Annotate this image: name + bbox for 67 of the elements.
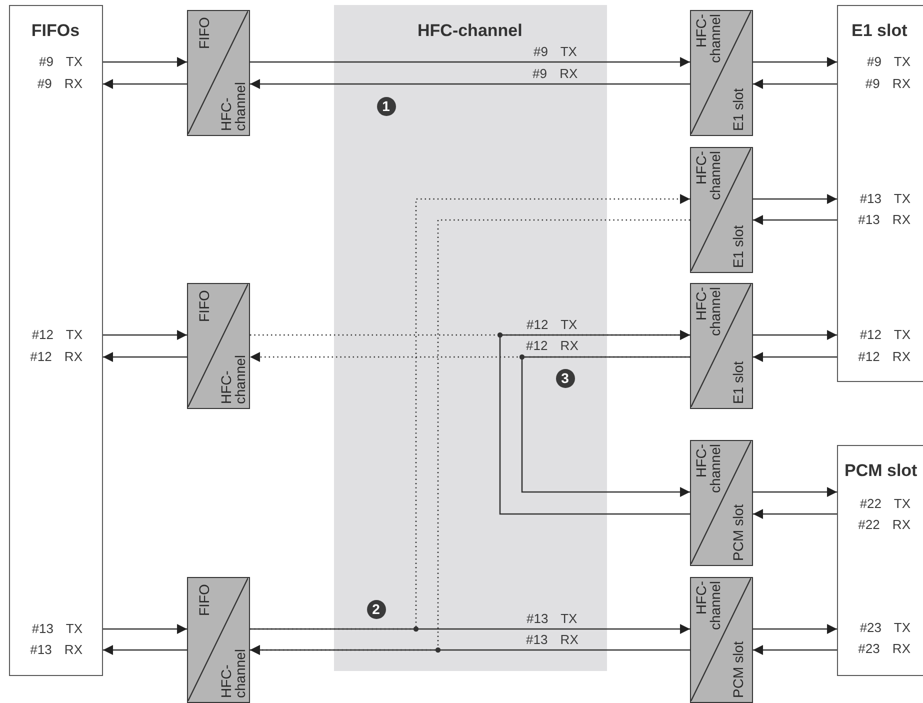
arrow bbox=[753, 79, 837, 89]
edge-label: #9 TX bbox=[532, 44, 578, 58]
converter-label: E1 slot bbox=[731, 88, 745, 131]
arrow bbox=[250, 645, 690, 655]
converter-label: E1 slot bbox=[731, 361, 745, 404]
signal-block bbox=[9, 5, 103, 676]
block-title: PCM slot bbox=[844, 460, 918, 480]
arrow bbox=[103, 57, 187, 67]
edge-label: #12 RX bbox=[525, 338, 580, 352]
edge-label: #9 RX bbox=[532, 66, 579, 80]
signal-label: #12 TX bbox=[860, 326, 910, 342]
signal-label: #13 TX bbox=[860, 190, 910, 206]
arrow bbox=[753, 352, 837, 362]
edge-label: #13 RX bbox=[525, 632, 580, 646]
converter-label: HFC- channel bbox=[219, 82, 247, 131]
arrow bbox=[499, 330, 690, 515]
signal-block bbox=[837, 5, 923, 382]
signal-label: #22 TX bbox=[860, 496, 910, 512]
signal-label: #23 RX bbox=[858, 640, 910, 656]
signal-label: #12 RX bbox=[858, 348, 910, 364]
signal-label: #13 TX bbox=[32, 620, 82, 636]
arrow bbox=[753, 624, 837, 634]
signal-label: #22 RX bbox=[858, 516, 910, 532]
signal-label: #12 RX bbox=[30, 348, 82, 364]
signal-label: #13 RX bbox=[30, 642, 82, 658]
edge-label: #13 TX bbox=[526, 610, 578, 626]
arrow bbox=[250, 624, 690, 634]
arrow bbox=[753, 330, 837, 340]
signal-block bbox=[837, 445, 923, 676]
arrow bbox=[103, 79, 187, 89]
arrow bbox=[753, 487, 837, 497]
region-title: HFC-channel bbox=[418, 21, 522, 41]
arrow bbox=[753, 509, 837, 519]
signal-label: #12 TX bbox=[32, 326, 82, 342]
arrow bbox=[250, 79, 690, 89]
converter-label: HFC- channel bbox=[694, 151, 722, 202]
converter-label: HFC- channel bbox=[694, 581, 722, 632]
block-title: FIFOs bbox=[31, 20, 80, 40]
signal-label: #9 TX bbox=[39, 54, 82, 70]
signal-label: #9 RX bbox=[865, 76, 910, 92]
arrow bbox=[753, 215, 837, 225]
converter-label: PCM slot bbox=[731, 641, 745, 698]
converter-label: HFC- channel bbox=[694, 444, 722, 496]
arrow bbox=[103, 645, 187, 655]
signal-label: #23 TX bbox=[860, 620, 910, 636]
arrow bbox=[753, 194, 837, 204]
arrow bbox=[521, 356, 690, 497]
converter-label: HFC- channel bbox=[694, 14, 722, 66]
arrow bbox=[103, 352, 187, 362]
signal-label: #9 TX bbox=[867, 54, 910, 70]
arrow bbox=[250, 57, 690, 67]
arrow bbox=[103, 624, 187, 634]
converter-label: PCM slot bbox=[731, 504, 745, 561]
arrow bbox=[103, 330, 187, 340]
edge-label: #12 TX bbox=[526, 316, 578, 332]
converter-label: FIFO bbox=[197, 584, 211, 616]
signal-label: #9 RX bbox=[37, 76, 82, 92]
converter-label: HFC- channel bbox=[219, 648, 247, 698]
converter-label: FIFO bbox=[197, 290, 211, 322]
signal-label: #13 RX bbox=[858, 212, 910, 228]
converter-label: HFC- channel bbox=[694, 287, 722, 338]
block-title: E1 slot bbox=[852, 20, 908, 40]
converter-label: FIFO bbox=[197, 17, 211, 49]
converter-label: HFC- channel bbox=[219, 354, 247, 404]
arrow bbox=[753, 645, 837, 655]
arrow bbox=[753, 57, 837, 67]
converter-label: E1 slot bbox=[731, 225, 745, 268]
